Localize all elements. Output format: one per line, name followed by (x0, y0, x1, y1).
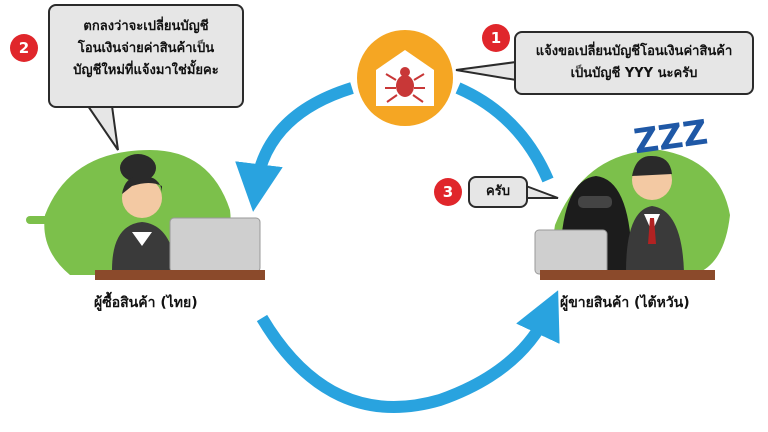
seller-desk (540, 270, 715, 280)
sleep-zzz-icon: ZZZ (631, 113, 710, 163)
bubble-2-tail (86, 105, 119, 151)
arrow-bottom (256, 290, 560, 413)
step-1-badge: 1 (482, 24, 510, 52)
bubble-3-text: ครับ (486, 184, 510, 199)
bubble-2: ตกลงว่าจะเปลี่ยนบัญชี โอนเงินจ่ายค่าสินค… (48, 4, 244, 108)
bubble-1-tail (455, 60, 517, 82)
buyer-illustration (26, 150, 265, 280)
bubble-2-line-3: บัญชีใหม่ที่แจ้งมาใช่มั้ยคะ (73, 63, 219, 78)
buyer-label: ผู้ซื้อสินค้า (ไทย) (94, 295, 198, 311)
seller-illustration (534, 150, 730, 280)
seller-label: ผู้ขายสินค้า (ไต้หวัน) (560, 295, 690, 311)
bubble-3-tail (525, 184, 559, 199)
bubble-1-line-2: เป็นบัญชี YYY นะครับ (570, 66, 698, 81)
envelope-bug-icon (357, 30, 453, 126)
arrow-top-right (455, 82, 554, 183)
bubble-2-line-2: โอนเงินจ่ายค่าสินค้าเป็น (77, 41, 215, 56)
bubble-3: ครับ (468, 176, 528, 208)
bubble-1: แจ้งขอเปลี่ยนบัญชีโอนเงินค่าสินค้า เป็นบ… (514, 31, 754, 95)
bubble-2-line-1: ตกลงว่าจะเปลี่ยนบัญชี (83, 19, 209, 34)
bubble-1-line-1: แจ้งขอเปลี่ยนบัญชีโอนเงินค่าสินค้า (535, 44, 733, 59)
arrow-top (235, 82, 354, 212)
buyer-desk (95, 270, 265, 280)
step-3-badge: 3 (434, 178, 462, 206)
step-2-badge: 2 (10, 34, 38, 62)
